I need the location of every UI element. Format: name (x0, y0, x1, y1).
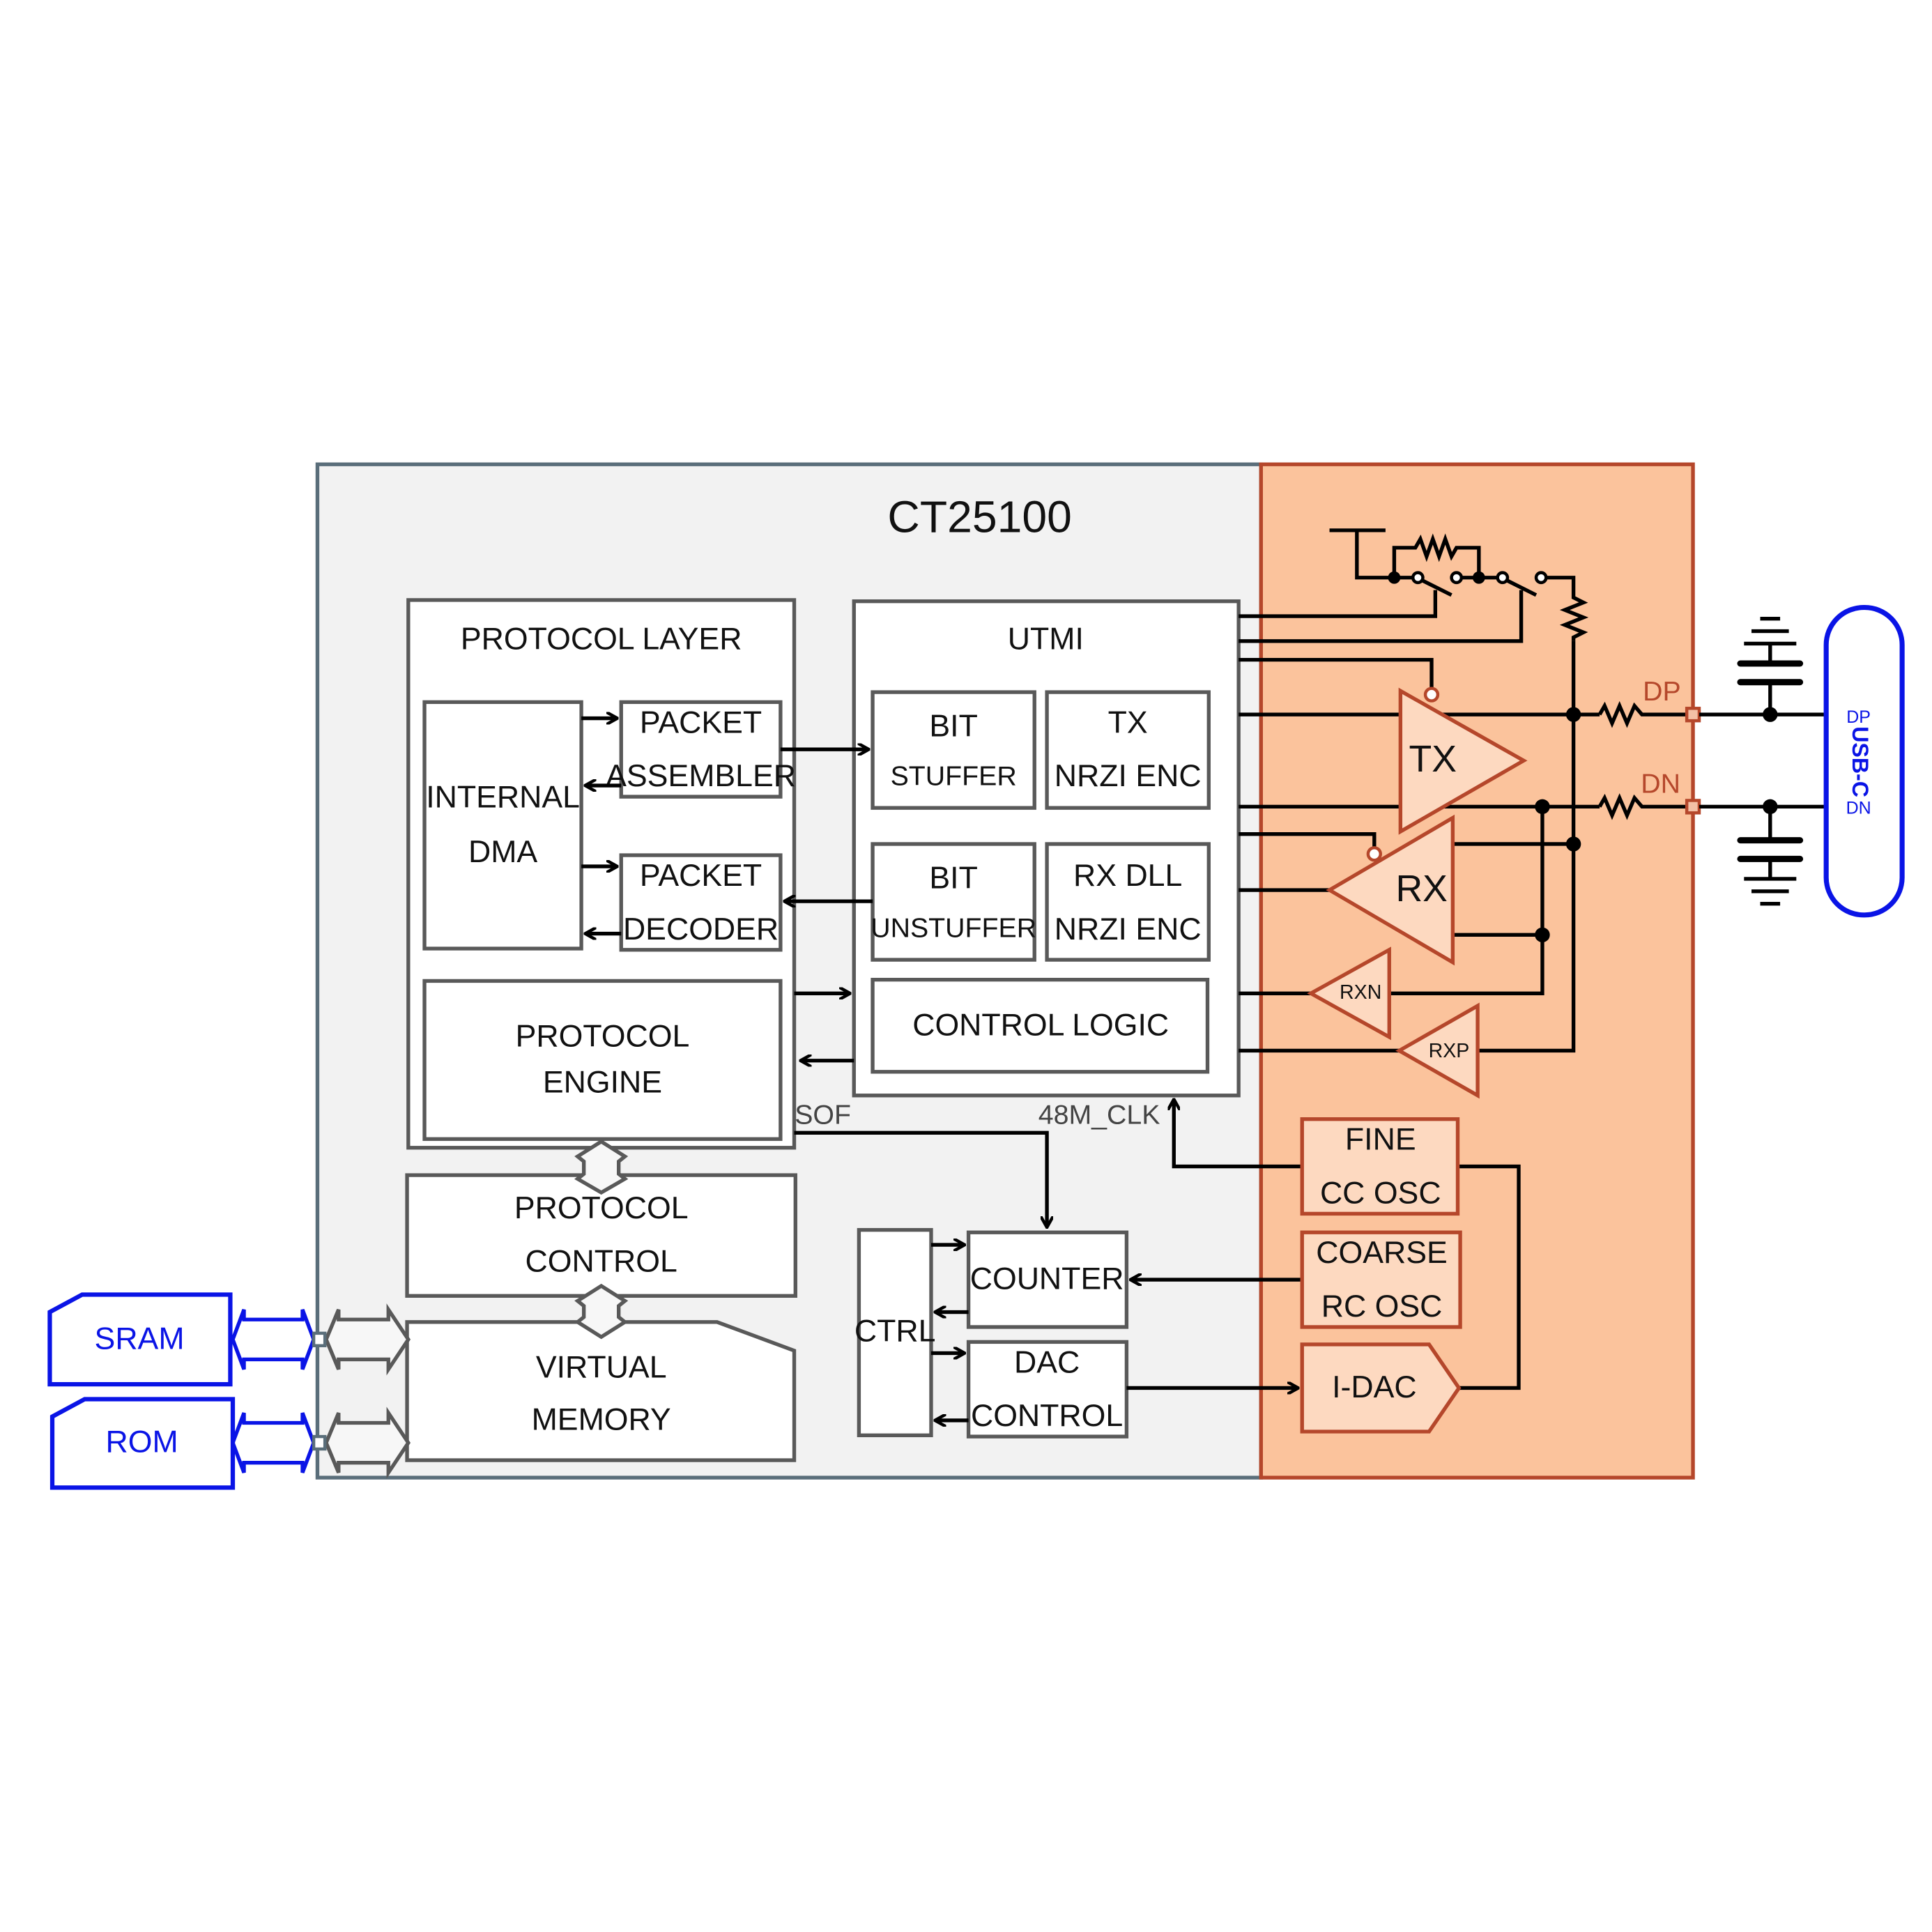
digital-connections (581, 719, 1521, 1420)
dn-pad (1685, 799, 1701, 815)
rxp-label: RXP (1429, 1040, 1470, 1062)
dp-capacitor-icon (1737, 645, 1804, 715)
tx-nrzi-label-1: TX (1108, 705, 1148, 739)
rx-dll-label-2: NRZI ENC (1055, 912, 1202, 946)
chip-title: CT25100 (887, 492, 1071, 542)
packet-assembler-label-1: PACKET (640, 705, 762, 739)
dac-control-block (966, 1340, 1129, 1439)
tx-nrzi-label-2: NRZI ENC (1055, 759, 1202, 793)
bus-arrow-memory-sram-internal (324, 1303, 411, 1376)
ctrl-block (857, 1227, 933, 1438)
bus-arrow-engine-control (574, 1139, 629, 1195)
fine-osc-label-2: CC OSC (1320, 1176, 1441, 1210)
dac-control-label-2: CONTROL (971, 1399, 1123, 1433)
sram-label: SRAM (95, 1321, 185, 1356)
tx-nrzi-block (1045, 690, 1211, 810)
dp-ground-icon (1744, 617, 1797, 646)
bit-stuffer-block (871, 690, 1036, 810)
rom-label: ROM (106, 1425, 178, 1459)
dac-control-label-1: DAC (1014, 1345, 1080, 1379)
rxp-comparator (1395, 1002, 1480, 1099)
rx-dll-label-1: RX DLL (1073, 859, 1182, 893)
virtual-memory-label-1: VIRTUAL (536, 1350, 667, 1384)
protocol-control-label-1: PROTOCOL (514, 1191, 689, 1225)
virtual-memory-block (405, 1320, 797, 1462)
bus-arrow-sram (231, 1309, 316, 1370)
bus-arrow-rom (231, 1412, 316, 1473)
control-logic-block (871, 977, 1210, 1074)
rx-amplifier (1326, 814, 1455, 966)
rxn-comparator (1307, 946, 1391, 1041)
fine-cc-osc-block (1300, 1117, 1460, 1216)
protocol-control-label-2: CONTROL (526, 1245, 677, 1279)
control-logic-label: CONTROL LOGIC (912, 1008, 1169, 1042)
dn-capacitor-icon (1737, 806, 1804, 879)
protocol-engine-label-1: PROTOCOL (516, 1019, 690, 1053)
utmi-label: UTMI (1008, 622, 1084, 657)
packet-decoder-label-1: PACKET (640, 859, 762, 893)
protocol-layer-label: PROTOCOL LAYER (461, 622, 742, 657)
idac-block (1300, 1342, 1462, 1434)
rom-port (312, 1434, 327, 1451)
counter-label: COUNTER (970, 1262, 1124, 1296)
usb-c-label: USB-C (1848, 726, 1873, 797)
internal-dma-label-1: INTERNAL (426, 780, 580, 814)
rx-label: RX (1395, 868, 1447, 910)
tx-enable-bubble (1423, 687, 1440, 703)
rx-dll-block (1045, 842, 1211, 962)
bus-arrow-memory-rom-internal (324, 1406, 411, 1479)
bit-stuffer-label-2: STUFFER (891, 761, 1017, 792)
usb-c-dp-label: DP (1846, 707, 1871, 727)
sram-block (47, 1292, 233, 1387)
usb-c-dn-label: DN (1846, 799, 1871, 818)
coarse-rc-osc-block (1300, 1230, 1462, 1329)
bit-unstuffer-label-1: BIT (929, 861, 977, 896)
external-wiring (1699, 707, 1827, 815)
dn-ground-icon (1744, 877, 1797, 906)
internal-dma-label-2: DMA (468, 835, 537, 869)
ctrl-label: CTRL (854, 1314, 936, 1349)
rom-block (49, 1397, 236, 1490)
sram-port (312, 1331, 327, 1347)
packet-decoder-label-2: DECODER (623, 912, 779, 946)
dn-label: DN (1641, 768, 1680, 799)
tx-amplifier (1398, 687, 1528, 835)
bit-unstuffer-label-2: UNSTUFFER (871, 913, 1036, 944)
virtual-memory-label-2: MEMORY (532, 1403, 671, 1437)
fine-osc-label-1: FINE (1345, 1123, 1416, 1157)
coarse-osc-label-2: RC OSC (1321, 1289, 1443, 1324)
dp-label: DP (1643, 676, 1681, 707)
protocol-engine-label-2: ENGINE (543, 1065, 662, 1099)
protocol-control-block (405, 1173, 797, 1298)
clk-label: 48M_CLK (1038, 1099, 1160, 1130)
coarse-osc-label-1: COARSE (1316, 1236, 1448, 1270)
rxn-label: RXN (1340, 981, 1381, 1004)
bit-stuffer-label-1: BIT (929, 710, 977, 744)
tx-label: TX (1409, 738, 1457, 780)
usb-c-connector (1823, 605, 1905, 918)
packet-decoder-block (619, 853, 783, 952)
rx-enable-bubble (1366, 846, 1382, 862)
sof-label: SOF (795, 1099, 851, 1130)
internal-dma-block (422, 700, 583, 951)
packet-assembler-label-2: ASSEMBLER (606, 759, 796, 793)
idac-label: I-DAC (1332, 1370, 1417, 1404)
counter-block (966, 1230, 1129, 1329)
dp-pad (1685, 707, 1701, 723)
protocol-engine-block (422, 979, 783, 1141)
bus-arrow-control-memory (574, 1283, 629, 1340)
